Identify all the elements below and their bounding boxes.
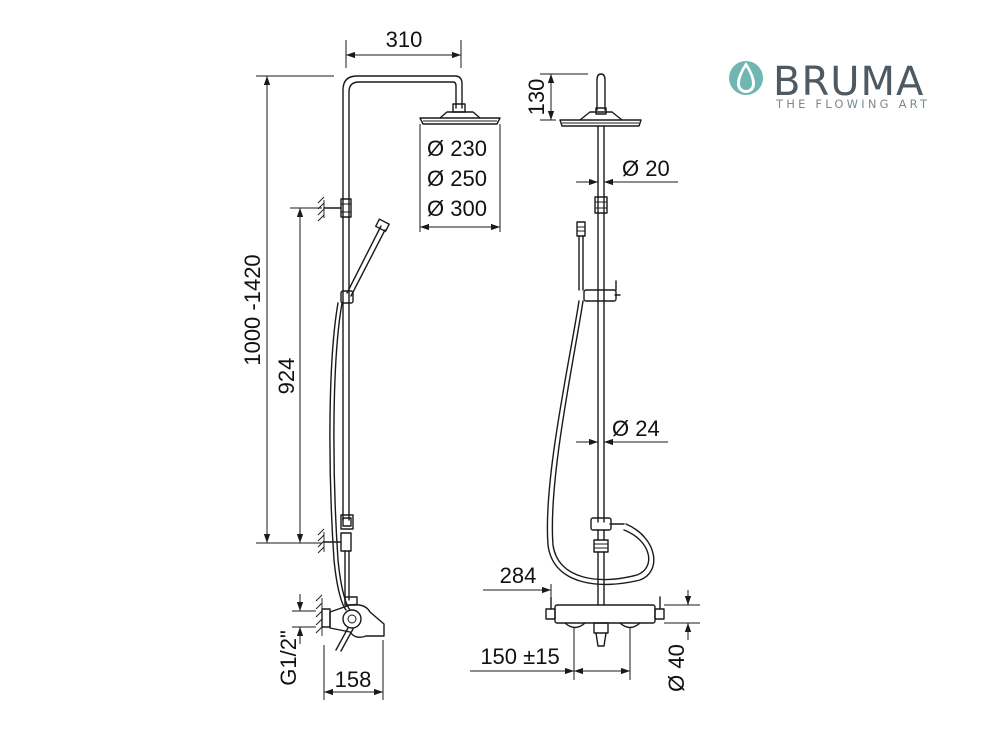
drop-icon bbox=[729, 61, 763, 95]
label-bar-height: 924 bbox=[274, 358, 299, 395]
front-view: 130 Ø 20 Ø 24 284 150 ±15 bbox=[470, 73, 700, 692]
label-head-diameter-1: Ø 230 bbox=[427, 136, 487, 161]
dim-upper-pipe-diameter: Ø 20 bbox=[576, 156, 678, 186]
label-arm-length: 310 bbox=[386, 27, 423, 52]
label-inlet-thread: G1/2" bbox=[276, 630, 301, 686]
dim-bar-height: 924 bbox=[274, 207, 322, 544]
label-mixer-body-diameter: Ø 40 bbox=[664, 644, 689, 692]
dim-arm-length: 310 bbox=[345, 27, 462, 68]
dim-mixer-body-diameter: Ø 40 bbox=[664, 590, 700, 692]
mixer-wall-plate bbox=[315, 594, 331, 636]
dim-inlet-spacing: 150 ±15 bbox=[470, 628, 631, 680]
label-upper-pipe-diameter: Ø 20 bbox=[622, 156, 670, 181]
upper-wall-bracket bbox=[317, 196, 352, 222]
brand-logo: BRUMA THE FLOWING ART bbox=[729, 59, 930, 111]
dim-mixer-width: 284 bbox=[483, 563, 552, 596]
label-head-offset: 130 bbox=[524, 79, 549, 116]
dim-head-diameters: Ø 230 Ø 250 Ø 300 bbox=[419, 124, 501, 232]
side-view: 310 Ø 230 Ø 250 Ø 300 1000 -1420 924 bbox=[240, 27, 501, 700]
dim-lower-pipe-diameter: Ø 24 bbox=[576, 416, 668, 446]
dim-total-height: 1000 -1420 bbox=[240, 75, 334, 544]
brand-tagline: THE FLOWING ART bbox=[775, 97, 930, 111]
label-mixer-width: 284 bbox=[500, 563, 537, 588]
label-inlet-spacing: 150 ±15 bbox=[480, 644, 559, 669]
label-total-height: 1000 -1420 bbox=[240, 254, 265, 365]
label-head-diameter-3: Ø 300 bbox=[427, 196, 487, 221]
label-spout-length: 158 bbox=[335, 667, 372, 692]
dim-head-offset: 130 bbox=[524, 73, 588, 121]
dim-inlet-thread: G1/2" bbox=[276, 594, 316, 686]
lower-wall-bracket bbox=[317, 528, 352, 554]
brand-name: BRUMA bbox=[773, 59, 924, 105]
dim-spout-length: 158 bbox=[323, 640, 384, 700]
label-head-diameter-2: Ø 250 bbox=[427, 166, 487, 191]
label-lower-pipe-diameter: Ø 24 bbox=[612, 416, 660, 441]
